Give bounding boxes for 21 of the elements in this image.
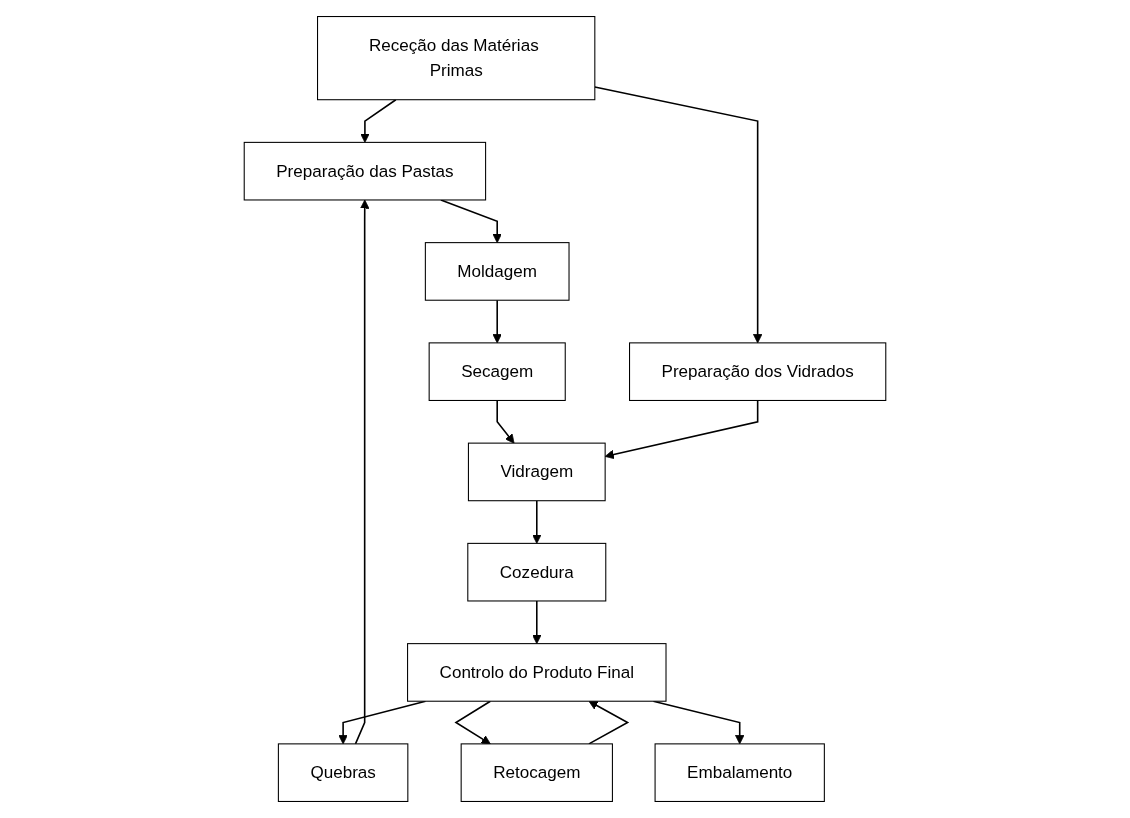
- arrow: [594, 86, 763, 344]
- arrow: [440, 199, 502, 244]
- arrow: [354, 199, 370, 745]
- node-box: Moldagem: [424, 242, 570, 301]
- node-box: Embalamento: [654, 743, 825, 802]
- node-box: Secagem: [428, 342, 566, 401]
- arrow: [588, 700, 630, 745]
- arrow: [496, 399, 515, 444]
- arrow: [492, 299, 502, 344]
- node-box: Preparação dos Vidrados: [629, 342, 887, 401]
- arrow: [454, 700, 492, 745]
- node-box: Retocagem: [460, 743, 613, 802]
- node-box: Quebras: [277, 743, 409, 802]
- node-box: Controlo do Produto Final: [407, 643, 667, 702]
- node-box: Preparação das Pastas: [243, 141, 487, 201]
- node-box: Vidragem: [467, 442, 606, 502]
- arrow: [532, 600, 542, 645]
- arrow: [360, 98, 397, 143]
- node-box: Cozedura: [467, 542, 607, 602]
- node-box: Receção das Matérias Primas: [317, 16, 596, 101]
- arrow: [532, 499, 542, 544]
